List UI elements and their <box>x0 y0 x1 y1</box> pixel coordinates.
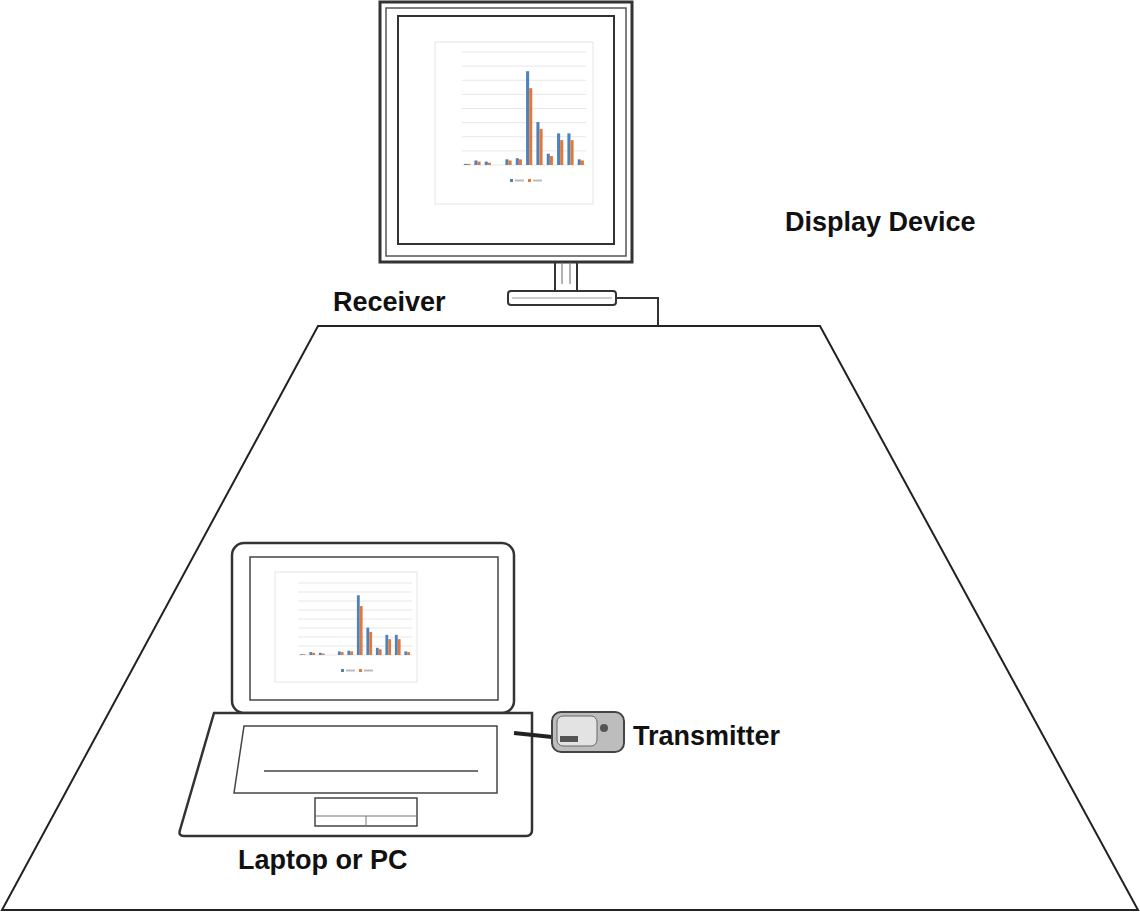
bar-chart <box>462 52 586 182</box>
floor-area <box>2 326 1138 910</box>
device-label: Receiver <box>333 288 446 318</box>
display-device <box>380 2 632 290</box>
device-label: Transmitter <box>633 722 780 752</box>
transmitter-dongle <box>514 712 624 752</box>
device-label: Display Device <box>785 208 976 238</box>
receiver-box <box>508 291 658 326</box>
device-label: Laptop or PC <box>238 846 408 876</box>
bar-chart <box>298 583 412 672</box>
laptop <box>180 543 533 836</box>
